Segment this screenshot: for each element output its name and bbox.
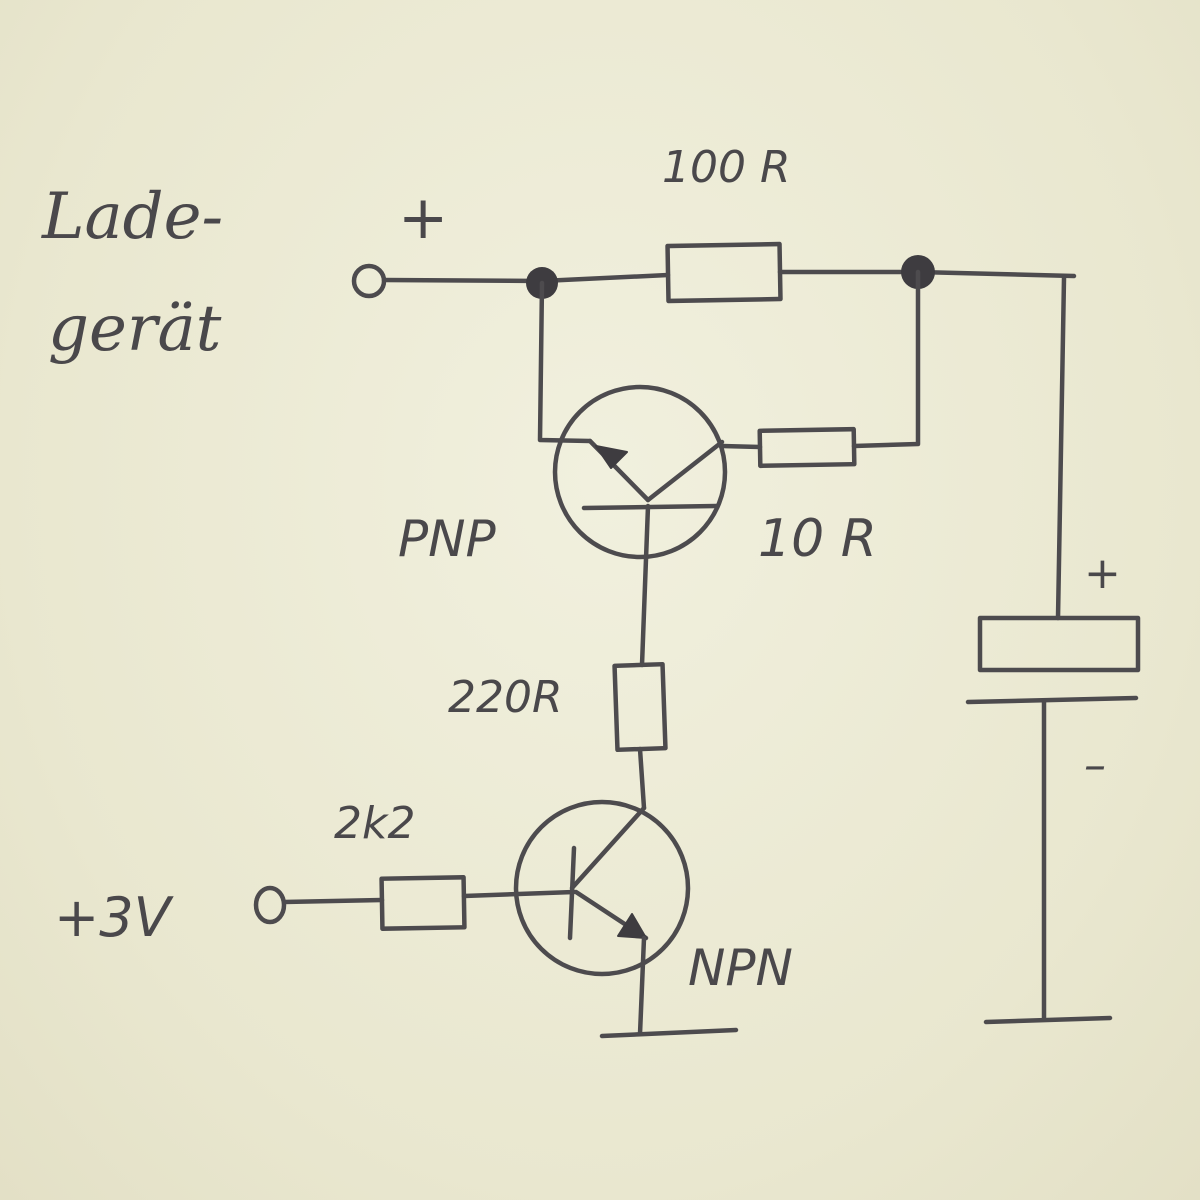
battery-minus-label: –	[1084, 740, 1106, 791]
battery-ground-bar	[983, 1015, 1113, 1025]
wire-node-to-100r	[539, 272, 671, 284]
charger-label-line1: Lade-	[41, 180, 223, 254]
battery-negative-plate	[965, 695, 1139, 705]
pnp-lower-lead	[639, 503, 651, 668]
wire-220r-to-npn	[637, 746, 647, 811]
wire-10r-to-right-node	[851, 269, 921, 449]
resistor-220r	[612, 661, 668, 753]
pnp-emitter-arrow	[595, 445, 628, 469]
npn-collector-lead	[569, 805, 647, 891]
npn-label: NPN	[688, 939, 793, 997]
resistor-220r-label: 220R	[448, 672, 563, 723]
resistor-2k2-label: 2k2	[334, 798, 415, 849]
wire-battery-positive	[1055, 275, 1067, 621]
wire-left-node-to-pnp-emitter	[537, 280, 593, 444]
wire-node-to-battery	[915, 269, 1077, 279]
npn-transistor-body	[513, 799, 691, 977]
resistor-100r	[665, 241, 783, 304]
npn-ground-lead	[637, 935, 647, 1037]
wire-3v-to-2k2	[281, 897, 385, 905]
charger-plus-label: +	[398, 183, 448, 253]
npn-ground-bar	[599, 1027, 739, 1039]
charger-terminal	[351, 263, 387, 299]
wire-2k2-to-npn-base	[461, 889, 577, 899]
input-3v-terminal	[253, 885, 287, 925]
resistor-2k2	[379, 875, 467, 931]
resistor-100r-label: 100 R	[662, 142, 791, 193]
wire-charger-to-node	[381, 277, 545, 284]
charger-label-line2: gerät	[48, 292, 222, 366]
pnp-collector-lead	[645, 439, 725, 503]
resistor-10r	[757, 426, 857, 469]
input-3v-label: +3V	[54, 886, 175, 949]
battery-plus-label: +	[1084, 548, 1121, 599]
resistor-10r-label: 10 R	[758, 509, 877, 569]
npn-emitter-arrow	[617, 913, 647, 939]
wire-pnp-to-10r	[719, 443, 763, 450]
pnp-label: PNP	[398, 510, 497, 568]
pnp-transistor-body	[552, 384, 728, 560]
battery-positive-plate	[977, 615, 1141, 673]
